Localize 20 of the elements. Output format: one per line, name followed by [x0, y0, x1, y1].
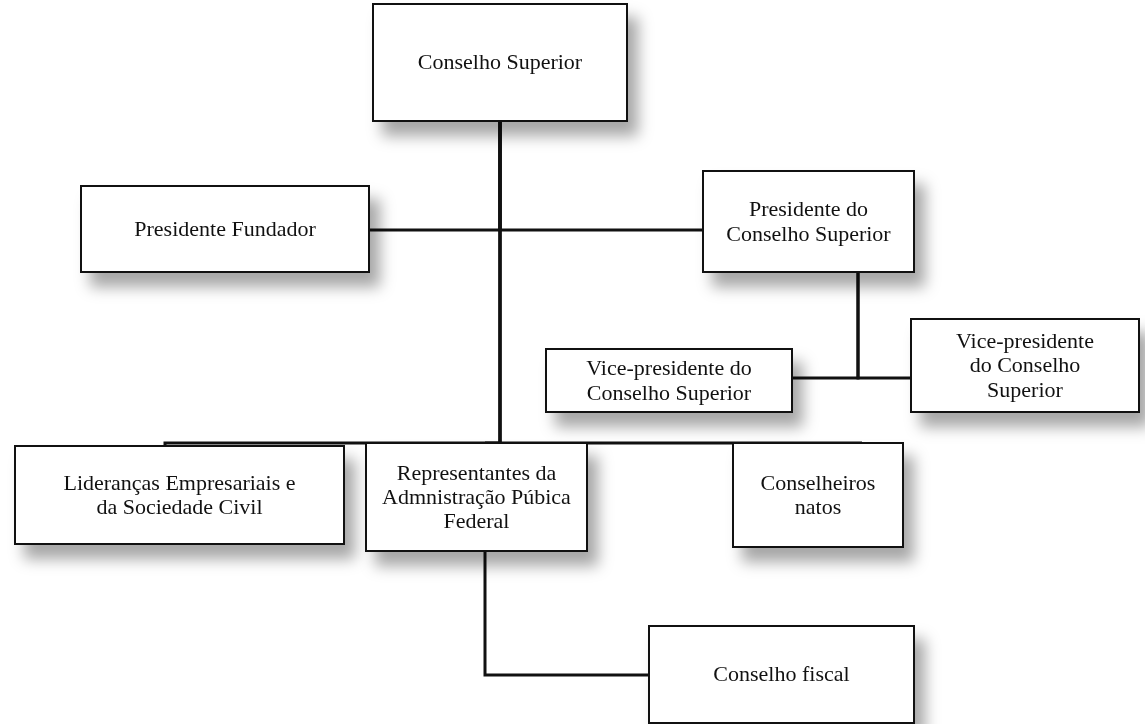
org-box: [702, 170, 915, 273]
org-box: [372, 3, 628, 122]
org-box: [648, 625, 915, 724]
box-label: Conselheiros natos: [759, 470, 877, 520]
org-box: [365, 442, 588, 552]
connector-line: [856, 273, 910, 380]
org-box: [80, 185, 370, 273]
box-label: Presidente do Conselho Superior: [725, 197, 892, 246]
box-label: Vice-presidente do Conselho Superior: [585, 356, 753, 405]
box-label: Vice-presidente do Conselho Superior: [955, 329, 1095, 402]
box-label: Presidente Fundador: [134, 216, 316, 242]
org-box: [732, 442, 904, 548]
box-label: Lideranças Empresariais e da Sociedade Civil: [62, 470, 297, 520]
box-label: Conselho Superior: [417, 50, 583, 75]
org-box: [545, 348, 793, 413]
org-box: [910, 318, 1140, 413]
box-label: Conselho fiscal: [713, 662, 850, 687]
box-label: Representantes da Admnistração Púbica Federal: [381, 460, 572, 534]
connector-line: [483, 552, 648, 677]
org-box: [14, 445, 345, 545]
